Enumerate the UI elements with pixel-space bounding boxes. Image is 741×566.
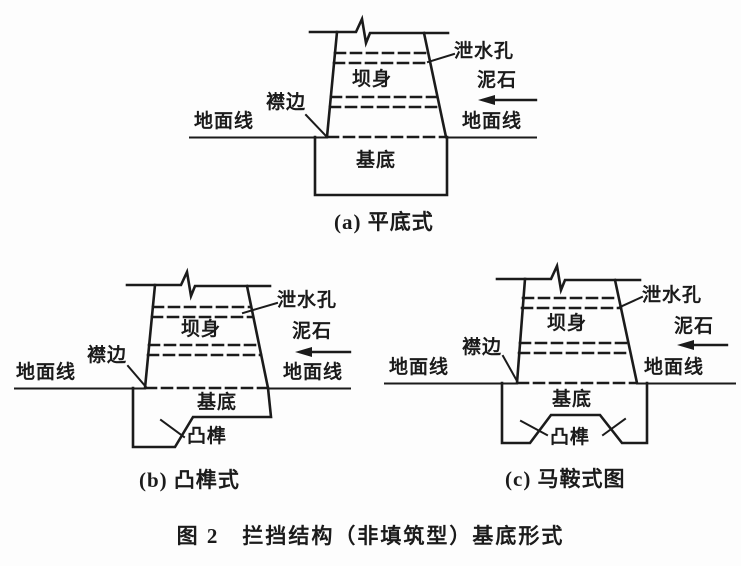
weep-hole-dashes-c [516,296,638,385]
base-outline-b [131,386,273,449]
ground-line-label-c-left: 地面线 [389,357,450,378]
tenon-label-c: 凸榫 [550,427,591,448]
weep-hole-dashes-b [144,305,269,390]
weep-hole-dashes-a [326,51,447,139]
debris-flow-label-c: 泥石 [674,316,715,337]
leader-lines-b [126,301,279,439]
debris-flow-arrow-a [478,95,538,105]
dam-outline-b [125,267,272,390]
debris-flow-arrow-c [677,340,729,350]
caption-a: (a) 平底式 [334,210,434,234]
debris-flow-label-b: 泥石 [292,321,333,342]
base-label-b: 基底 [197,392,238,413]
weep-hole-label-a: 泄水孔 [454,41,515,62]
leader-lines-a [304,52,456,138]
dam-body-label-c: 坝身 [547,313,588,334]
base-label-a: 基底 [356,150,397,171]
leader-lines-c [501,295,644,437]
caption-c: (c) 马鞍式图 [505,467,626,491]
ground-line-label-c-right: 地面线 [644,357,705,378]
debris-flow-arrow-b [295,347,352,357]
base-label-c: 基底 [552,389,593,410]
figure-caption: 图 2 拦挡结构（非填筑型）基底形式 [176,524,565,548]
dam-body-label-a: 坝身 [352,69,393,90]
diagram-c-saddle [384,261,736,445]
ground-line-label-a-right: 地面线 [462,111,523,132]
base-outline-a [313,135,449,197]
flange-label-a: 襟边 [266,92,307,113]
caption-b: (b) 凸榫式 [139,468,240,492]
diagram-b-tenon [14,267,352,449]
tenon-label-b: 凸榫 [187,426,228,447]
flange-label-b: 襟边 [87,345,128,366]
debris-flow-label-a: 泥石 [477,70,518,91]
dam-body-label-b: 坝身 [181,319,222,340]
dam-outline-c [495,261,642,385]
weep-hole-label-c: 泄水孔 [642,285,703,306]
diagram-a-flat-bottom [189,14,538,197]
dam-outline-a [308,14,450,139]
ground-line-label-b-left: 地面线 [16,362,77,383]
base-outline-c [500,381,649,445]
ground-line-label-b-right: 地面线 [283,362,344,383]
flange-label-c: 襟边 [462,337,503,358]
weep-hole-label-b: 泄水孔 [277,290,338,311]
ground-line-label-a-left: 地面线 [194,111,255,132]
